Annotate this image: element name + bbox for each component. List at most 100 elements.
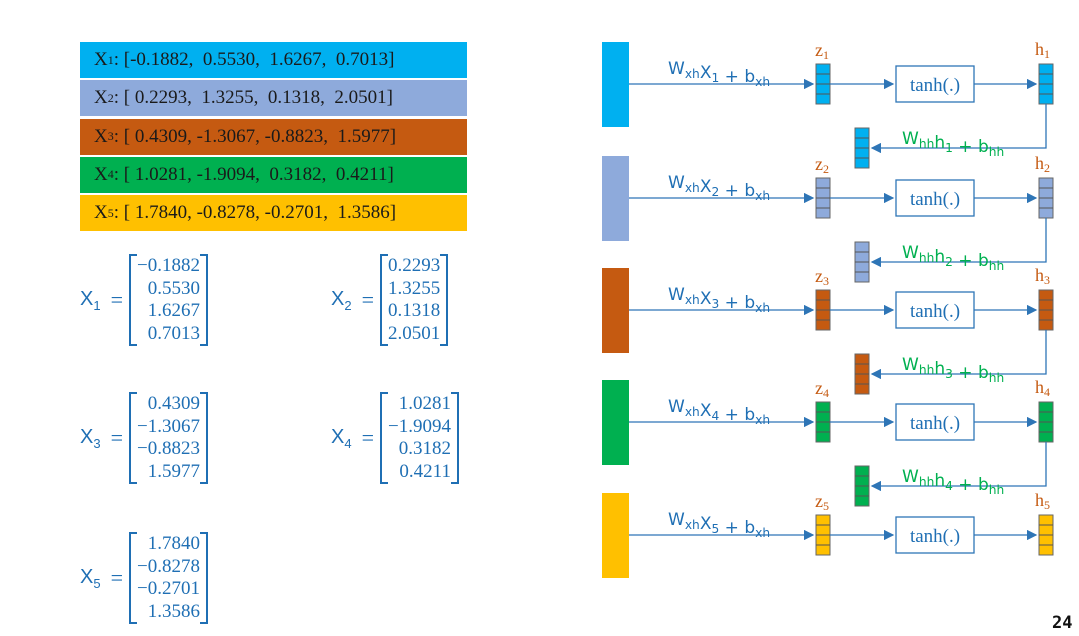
tanh-label: tanh(.): [910, 75, 960, 96]
input-equation-1: WxhX1 + bxh: [668, 59, 770, 89]
vector-row-label-sub: 4: [107, 167, 114, 182]
matrix-entry: −1.9094: [388, 415, 451, 437]
matrix-entry: 0.7013: [147, 322, 200, 344]
vector-row-values: : [ 1.7840, -0.8278, -0.2701, 1.3586]: [113, 202, 397, 224]
matrix-lhs: X5: [80, 565, 101, 591]
matrix-lhs: X1: [80, 287, 101, 313]
matrix-lhs: X3: [80, 425, 101, 451]
tanh-label: tanh(.): [910, 413, 960, 434]
tanh-label: tanh(.): [910, 526, 960, 547]
tanh-box-5: [895, 516, 975, 554]
vector-row-label: X: [94, 125, 108, 147]
equals-sign: =: [110, 425, 123, 450]
matrix-entry: 0.4309: [147, 393, 200, 414]
h-label-1: h1: [1035, 39, 1050, 61]
matrix-lhs-sub: 5: [93, 575, 101, 591]
equals-sign: =: [361, 425, 374, 450]
matrix-entry: −0.8278: [137, 555, 200, 577]
z-label-1: z1: [815, 40, 829, 62]
z-label-5: z5: [815, 491, 829, 513]
matrix-lhs: X4: [331, 425, 352, 451]
matrix-entry: 1.7840: [147, 533, 200, 554]
h-label-5: h5: [1035, 490, 1050, 512]
vector-row-label: X: [94, 163, 108, 185]
input-bar-3: [602, 268, 629, 353]
matrix-entry: 0.3182: [398, 438, 451, 459]
recurrent-arrow-2: [870, 218, 1047, 268]
recurrent-arrow-1: [870, 104, 1047, 154]
vector-row-label-sub: 3: [107, 129, 114, 144]
input-bar-4: [602, 380, 629, 465]
matrix-lhs-sub: 2: [344, 297, 352, 313]
z-label-4: z4: [815, 378, 829, 400]
tanh-label: tanh(.): [910, 301, 960, 322]
recurrent-equation-1: Whhh1 + bhh: [902, 129, 1004, 159]
vector-row-values: : [-0.1882, 0.5530, 1.6267, 0.7013]: [113, 49, 395, 70]
matrix-entry: 2.0501: [388, 322, 441, 344]
h-label-2: h2: [1035, 153, 1050, 175]
matrix-lhs: X2: [331, 287, 352, 313]
vector-row-values: : [ 0.2293, 1.3255, 0.1318, 2.0501]: [113, 87, 393, 109]
matrix-entry: −0.2701: [137, 578, 200, 599]
tanh-box-2: [895, 179, 975, 217]
input-bar-5: [602, 493, 629, 578]
tanh-box-4: [895, 403, 975, 441]
vector-row-label: X: [94, 202, 108, 224]
vector-row-values: : [ 1.0281, -1.9094, 0.3182, 0.4211]: [113, 163, 394, 185]
recurrent-equation-3: Whhh3 + bhh: [902, 355, 1004, 385]
vector-row-label-sub: 2: [107, 90, 114, 105]
input-equation-3: WxhX3 + bxh: [668, 285, 770, 315]
page-number: 24: [1052, 613, 1073, 633]
equals-sign: =: [110, 565, 123, 590]
z-label-3: z3: [815, 266, 829, 288]
matrix-lhs-sub: 4: [344, 435, 352, 451]
vector-row-label-sub: 5: [107, 205, 114, 220]
equals-sign: =: [110, 287, 123, 312]
matrix-entry: −1.3067: [137, 415, 200, 437]
tanh-label: tanh(.): [910, 189, 960, 210]
recurrent-equation-4: Whhh4 + bhh: [902, 467, 1004, 497]
matrix-entry: 0.1318: [388, 300, 441, 321]
input-bar-2: [602, 156, 629, 241]
recurrent-arrow-3: [870, 330, 1047, 380]
matrix-lhs-sub: 1: [93, 297, 101, 313]
matrix-entry: 1.0281: [398, 393, 451, 414]
matrix-entry: −0.1882: [137, 255, 200, 276]
h-label-3: h3: [1035, 265, 1050, 287]
matrix-entry: 1.5977: [147, 460, 200, 482]
matrix-entry: 1.3586: [147, 600, 200, 622]
matrix-lhs-sub: 3: [93, 435, 101, 451]
matrix-entry: 1.6267: [147, 300, 200, 321]
input-bar-1: [602, 42, 629, 127]
vector-row-values: : [ 0.4309, -1.3067, -0.8823, 1.5977]: [113, 125, 397, 147]
input-equation-4: WxhX4 + bxh: [668, 397, 770, 427]
vector-row-label-sub: 1: [107, 52, 114, 67]
vector-row-label: X: [94, 49, 108, 70]
input-equation-2: WxhX2 + bxh: [668, 173, 770, 203]
vector-row-label: X: [94, 87, 108, 109]
input-equation-5: WxhX5 + bxh: [668, 510, 770, 540]
equals-sign: =: [361, 287, 374, 312]
h-label-4: h4: [1035, 377, 1050, 399]
recurrent-equation-2: Whhh2 + bhh: [902, 243, 1004, 273]
matrix-entry: 0.4211: [399, 460, 451, 482]
recurrent-arrow-4: [870, 442, 1047, 492]
matrix-entry: 0.2293: [388, 255, 441, 276]
matrix-entry: 0.5530: [147, 277, 200, 299]
matrix-entry: −0.8823: [137, 438, 200, 459]
